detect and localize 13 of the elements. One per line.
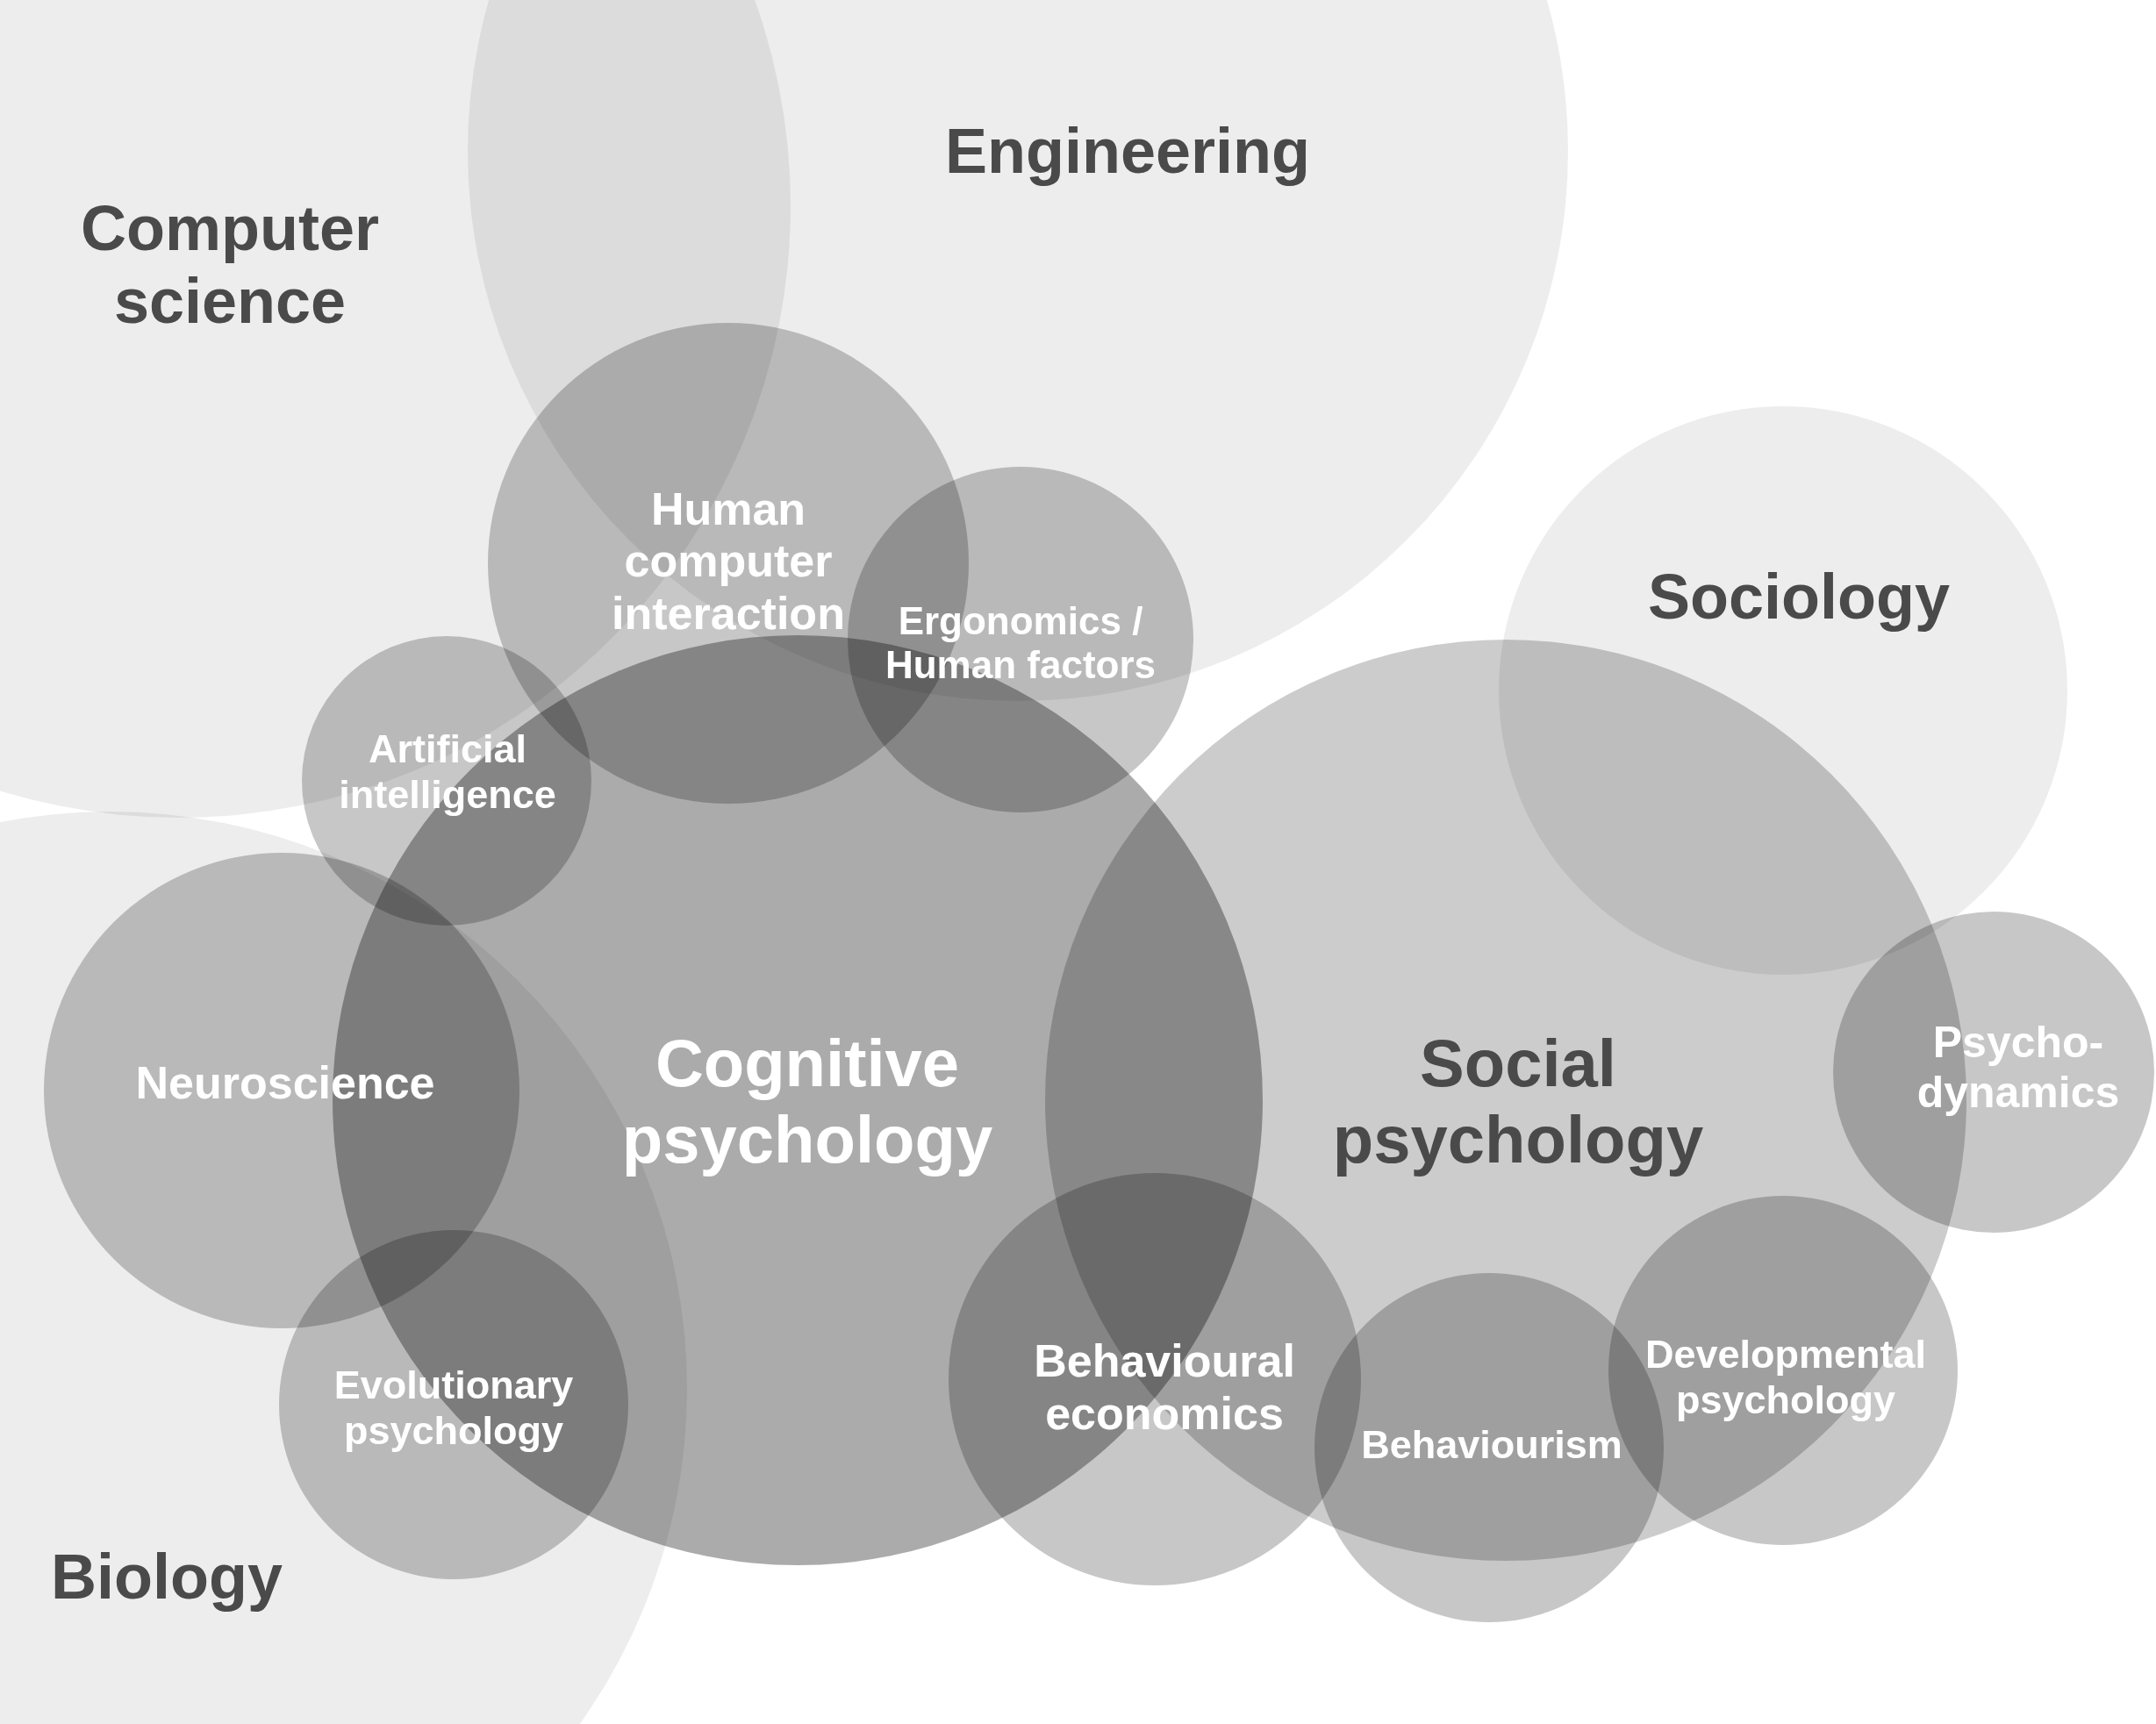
topic-label: Psycho- dynamics [1916, 1017, 2121, 1119]
topic-label: Cognitive psychology [620, 1024, 994, 1178]
topic-label: Behaviourism [1360, 1422, 1623, 1468]
topic-label: Biology [50, 1540, 283, 1613]
topic-label: Artificial intelligence [338, 726, 557, 818]
topic-label: Human computer interaction [611, 483, 846, 640]
topic-label: Sociology [1646, 560, 1951, 633]
topic-label: Computer science [80, 192, 380, 338]
topic-label: Developmental psychology [1644, 1332, 1928, 1423]
topic-label: Behavioural economics [1033, 1335, 1296, 1441]
topic-label: Engineering [943, 114, 1311, 188]
topic-label: Social psychology [1331, 1024, 1705, 1178]
topic-label: Ergonomics / Human factors [884, 598, 1157, 688]
